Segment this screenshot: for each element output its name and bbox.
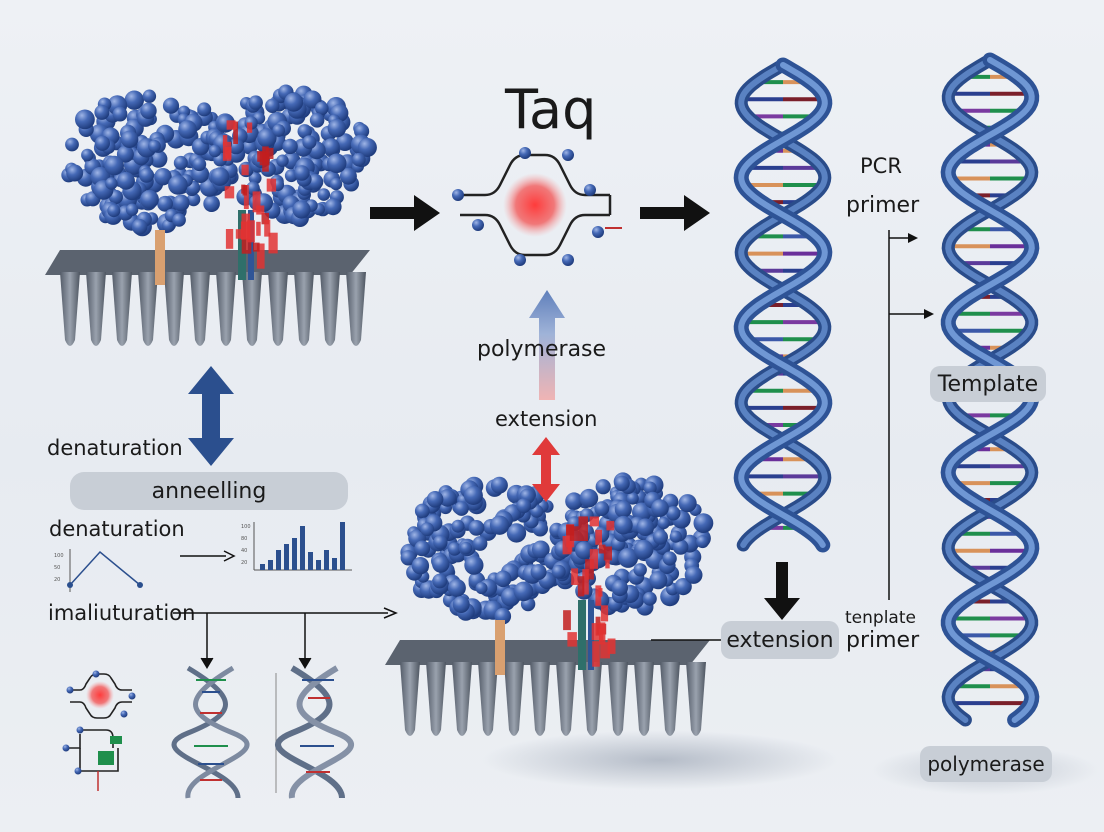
template-label-small: tenplate: [845, 608, 916, 628]
connector-to-extension: [651, 639, 721, 641]
svg-text:80: 80: [241, 536, 247, 542]
extension-label: extension: [495, 407, 598, 431]
svg-text:40: 40: [241, 548, 247, 554]
blue-double-arrow: [188, 366, 234, 466]
pcr-label: PCR: [860, 154, 902, 178]
mini-dna-helix-1: [171, 665, 250, 799]
floor-shadow: [480, 730, 840, 790]
denaturation-label-1: denaturation: [47, 436, 183, 460]
taq-enzyme-diagram: [452, 147, 622, 266]
svg-text:100: 100: [241, 524, 251, 530]
mini-bar-chart: 100 80 40 20: [241, 522, 352, 571]
mini-enzyme-icon-2: [62, 726, 122, 791]
svg-text:50: 50: [54, 565, 60, 571]
right-bracket-connectors: [888, 230, 934, 600]
arrow-right-2: [640, 195, 710, 231]
denaturation-label-2: denaturation: [49, 517, 185, 541]
arrow-right-1: [370, 195, 440, 231]
up-arrow-polymerase: [529, 290, 565, 400]
imaliuturation-label: imaliuturation: [48, 601, 196, 625]
annealing-pill: anneelling: [70, 472, 348, 510]
primer-label-bottom: primer: [846, 628, 920, 653]
red-double-arrow: [532, 437, 560, 502]
tube-rack: [45, 250, 370, 346]
svg-text:100: 100: [54, 553, 64, 559]
mini-dna-helix-2: [275, 665, 354, 799]
polymerase-label: polymerase: [477, 337, 607, 362]
primer-label-top: primer: [846, 193, 920, 218]
imaliuturation-connectors: [173, 607, 398, 669]
svg-text:20: 20: [54, 577, 60, 583]
dna-helix-middle: [733, 57, 833, 553]
mini-line-chart: 100 50 20: [54, 549, 143, 592]
svg-text:20: 20: [241, 560, 247, 566]
extension-pill: extension: [721, 621, 839, 659]
mini-enzyme-icon: [66, 670, 136, 719]
polymerase-pill: polymerase: [920, 746, 1052, 782]
template-pill: Template: [930, 366, 1046, 402]
arrow-to-bar-chart: [180, 550, 236, 562]
taq-title: Taq: [505, 78, 597, 141]
arrow-down-extension: [764, 562, 800, 620]
